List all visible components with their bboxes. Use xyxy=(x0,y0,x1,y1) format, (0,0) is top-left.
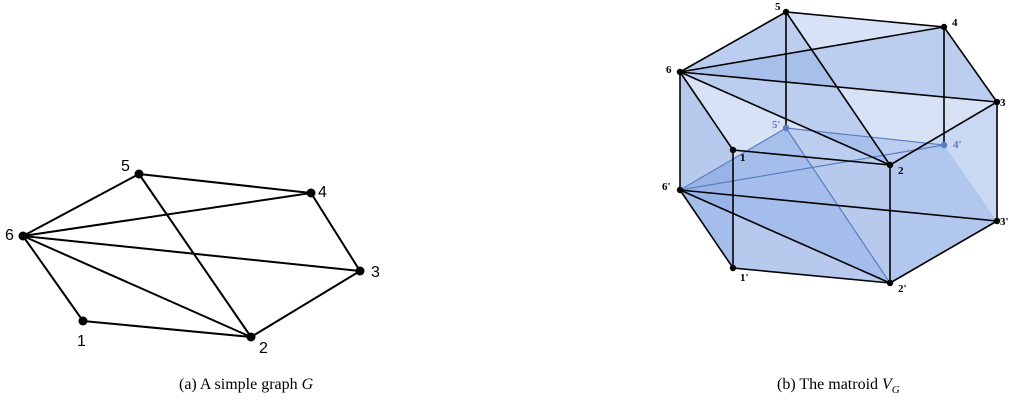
vertex-6-prime xyxy=(676,186,684,194)
edge-6-4 xyxy=(22,192,312,237)
vertex-5 xyxy=(782,8,790,16)
caption-b-symbol: V xyxy=(882,376,892,393)
edge-6-2 xyxy=(22,235,252,338)
label-1-prime: 1' xyxy=(740,272,749,284)
edge-5-2 xyxy=(138,173,252,338)
face-inner-b xyxy=(680,27,997,102)
label-3: 3 xyxy=(371,264,380,281)
vertex-2 xyxy=(246,332,256,342)
label-5-prime: 5' xyxy=(772,119,781,131)
label-6: 6 xyxy=(5,227,14,244)
vertex-4 xyxy=(940,23,948,31)
edge-2-3 xyxy=(250,270,361,338)
simple-graph xyxy=(22,173,361,338)
vertex-6 xyxy=(676,68,684,76)
vertex-3 xyxy=(993,98,1001,106)
vertex-5 xyxy=(134,169,144,179)
face-inner-a xyxy=(680,12,890,165)
hidden-edge-6p-4p xyxy=(679,144,945,191)
edge-1-2 xyxy=(82,320,252,338)
label-3: 3 xyxy=(1000,97,1006,109)
edge-5-6 xyxy=(22,173,140,237)
vertex-6 xyxy=(18,231,28,241)
label-1: 1 xyxy=(77,333,86,350)
vertex-5-prime xyxy=(782,124,790,132)
edge-4-5 xyxy=(138,173,312,194)
vertex-4 xyxy=(306,188,316,198)
edge-1-6 xyxy=(22,235,84,322)
matroid-polytope: 1 2 3 4 5 6 1' 2' 3' 4' 5' 6' xyxy=(662,1,1009,295)
face-right xyxy=(890,102,997,283)
label-1: 1 xyxy=(740,152,746,164)
vertex-2-prime xyxy=(886,279,894,287)
label-4: 4 xyxy=(318,184,327,201)
label-5: 5 xyxy=(775,1,781,13)
polytope-labels: 1 2 3 4 5 6 1' 2' 3' 4' 5' 6' xyxy=(662,1,1009,295)
polytope-vertices xyxy=(676,8,1001,287)
graph-vertices xyxy=(18,169,365,342)
face-front xyxy=(733,150,890,283)
label-4-prime: 4' xyxy=(953,139,962,151)
edge-6-2-top xyxy=(679,71,891,166)
caption-a: (a) A simple graph G xyxy=(179,376,313,394)
graph-labels: 1 2 3 4 5 6 xyxy=(5,158,380,357)
caption-b-text: (b) The matroid xyxy=(777,376,883,393)
vertex-3-prime xyxy=(993,217,1001,225)
label-3-prime: 3' xyxy=(1000,216,1009,228)
edge-6-3 xyxy=(22,235,361,272)
polytope-faces xyxy=(680,12,997,283)
label-6: 6 xyxy=(666,64,672,76)
vertex-1 xyxy=(729,146,737,154)
face-left xyxy=(680,72,733,268)
edge-6p-3p xyxy=(679,189,998,222)
edge-3-4 xyxy=(310,192,361,272)
caption-a-text: (a) A simple graph xyxy=(179,376,302,393)
label-6-prime: 6' xyxy=(662,181,671,193)
vertex-2 xyxy=(886,161,894,169)
label-2-prime: 2' xyxy=(898,283,907,295)
vertex-3 xyxy=(355,266,365,276)
label-5: 5 xyxy=(121,158,130,175)
label-4: 4 xyxy=(952,17,958,29)
caption-a-symbol: G xyxy=(301,376,314,393)
caption-b: (b) The matroid VG xyxy=(777,376,900,396)
vertex-1-prime xyxy=(729,264,737,272)
vertex-4-prime xyxy=(940,141,948,149)
caption-b-subscript: G xyxy=(891,384,900,397)
edge-5-2-top xyxy=(785,11,891,166)
vertex-1 xyxy=(78,316,88,326)
edge-6p-2p xyxy=(679,189,891,284)
label-2: 2 xyxy=(259,340,268,357)
label-2: 2 xyxy=(898,165,904,177)
bottom-outline xyxy=(679,189,998,284)
